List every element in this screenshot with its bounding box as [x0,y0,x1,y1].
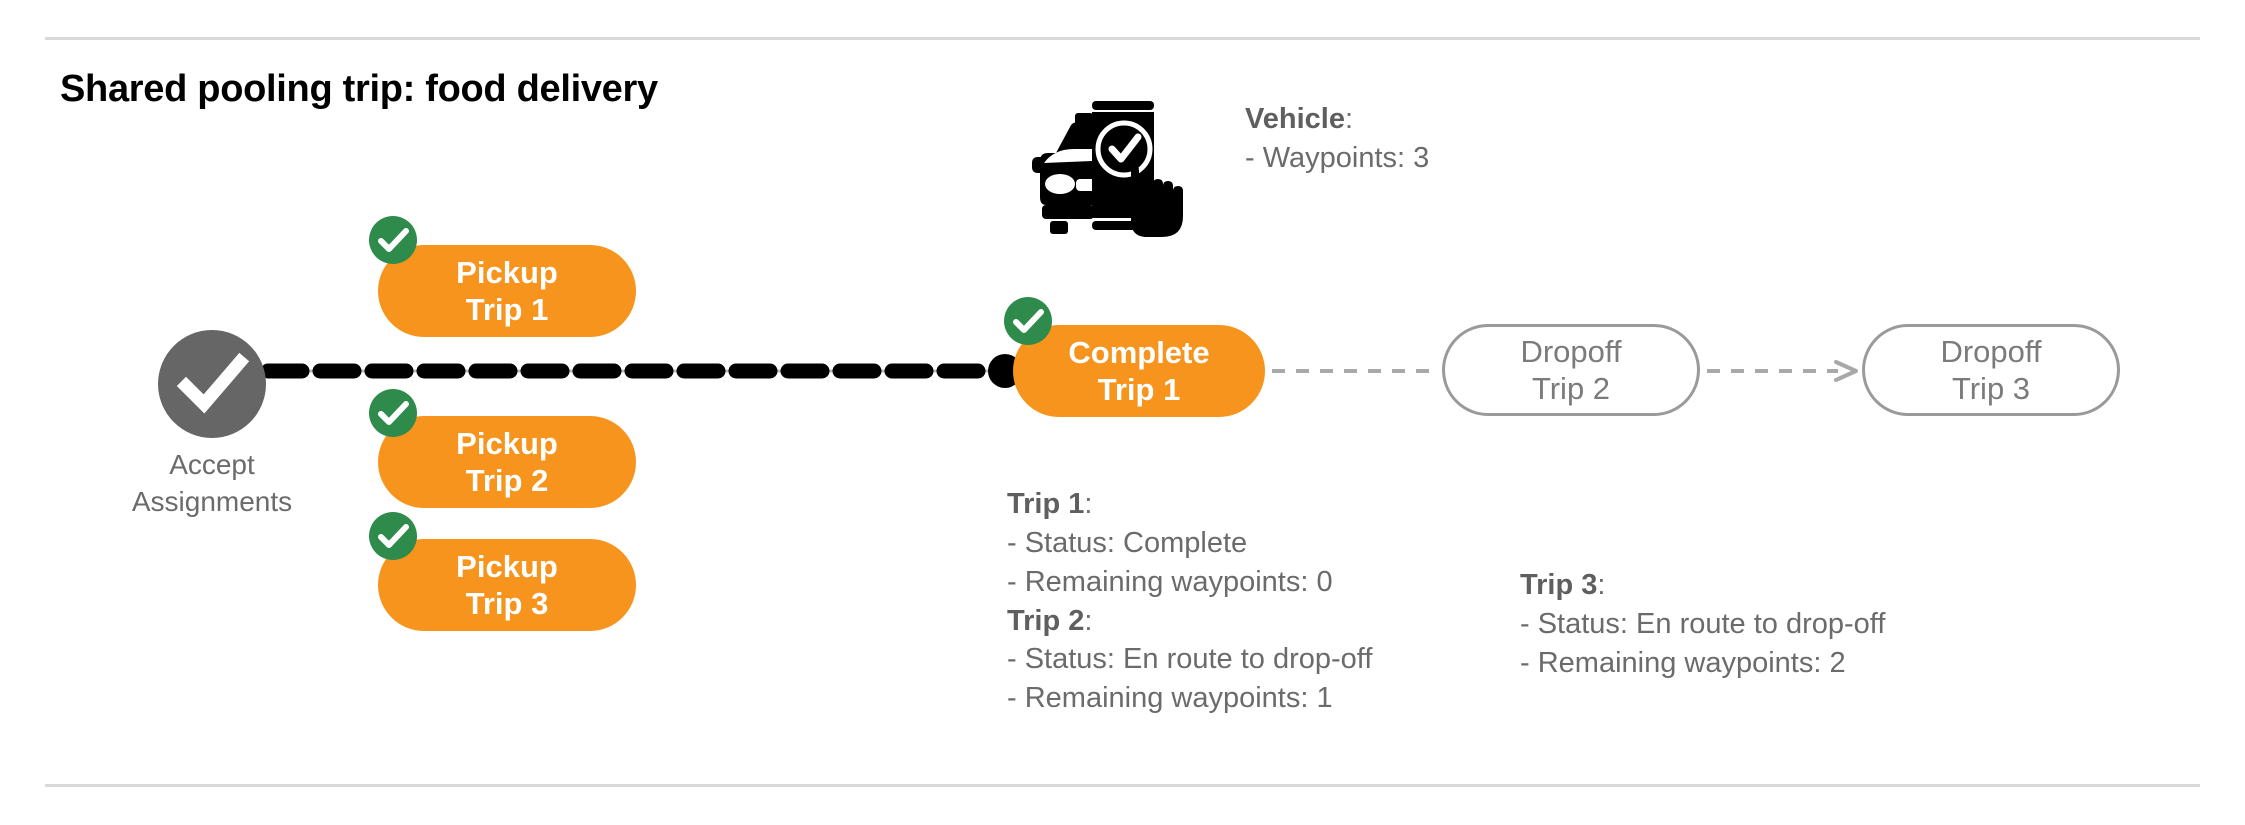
trip-2-heading: Trip 2: [1007,602,1372,641]
accept-label-line2: Assignments [131,485,293,517]
trip-details-left: Trip 1: - Status: Complete - Remaining w… [1007,485,1372,718]
check-badge-icon [1004,297,1052,345]
vehicle-label-row: Vehicle: [1245,100,1429,139]
trip-1-heading: Trip 1: [1007,485,1372,524]
node-line-2: Trip 3 [1951,371,2031,406]
car-phone-check-icon [1030,85,1190,240]
node-pickup-trip-2[interactable]: Pickup Trip 2 [378,416,636,508]
node-dropoff-trip-2[interactable]: Dropoff Trip 2 [1442,324,1700,416]
trip-1-status: - Status: Complete [1007,526,1248,559]
divider-top [45,37,2200,40]
node-line-1: Complete [1068,334,1210,370]
node-line-1: Pickup [456,254,558,290]
trip-2-label: Trip 2 [1007,604,1085,637]
vehicle-waypoints: - Waypoints: 3 [1245,141,1430,174]
trip-1-label: Trip 1 [1007,488,1085,520]
accept-assignments-label: Accept Assignments [92,447,332,521]
vehicle-label-colon: : [1344,103,1354,135]
check-circle-icon [176,352,250,414]
trip-3-status: - Status: En route to drop-off [1520,607,1886,640]
check-badge-icon [369,216,417,264]
node-line-2: Trip 3 [465,586,549,621]
trip-1-waypoints: - Remaining waypoints: 0 [1007,565,1333,598]
trip-1-colon: : [1084,488,1093,520]
page-title: Shared pooling trip: food delivery [60,68,658,110]
node-pickup-trip-3[interactable]: Pickup Trip 3 [378,539,636,631]
trip-3-colon: : [1597,569,1606,601]
trip-2-colon: : [1084,604,1093,637]
accept-label-line1: Accept [169,449,255,480]
node-line-1: Pickup [456,425,558,461]
accept-assignments-node[interactable] [158,330,266,438]
trip-3-waypoints: - Remaining waypoints: 2 [1520,646,1846,679]
node-dropoff-trip-3[interactable]: Dropoff Trip 3 [1862,324,2120,416]
node-line-2: Trip 2 [465,463,549,498]
node-line-1: Pickup [456,548,558,584]
check-badge-icon [369,512,417,560]
trip-3-heading: Trip 3: [1520,566,1885,605]
trip-details-right: Trip 3: - Status: En route to drop-off -… [1520,566,1885,683]
trip-2-status: - Status: En route to drop-off [1007,643,1373,676]
node-line-1: Dropoff [1940,333,2042,369]
check-badge-icon [369,389,417,437]
trip-2-waypoints: - Remaining waypoints: 1 [1007,682,1333,715]
vehicle-caption: Vehicle: - Waypoints: 3 [1245,100,1429,177]
node-pickup-trip-1[interactable]: Pickup Trip 1 [378,245,636,337]
node-line-2: Trip 1 [465,292,549,327]
trip-3-label: Trip 3 [1520,569,1598,601]
node-complete-trip-1[interactable]: Complete Trip 1 [1013,325,1265,417]
node-line-2: Trip 1 [1097,372,1181,407]
node-line-2: Trip 2 [1531,371,1611,406]
vehicle-label: Vehicle [1245,103,1345,135]
node-line-1: Dropoff [1520,333,1622,369]
divider-bottom [45,784,2200,787]
